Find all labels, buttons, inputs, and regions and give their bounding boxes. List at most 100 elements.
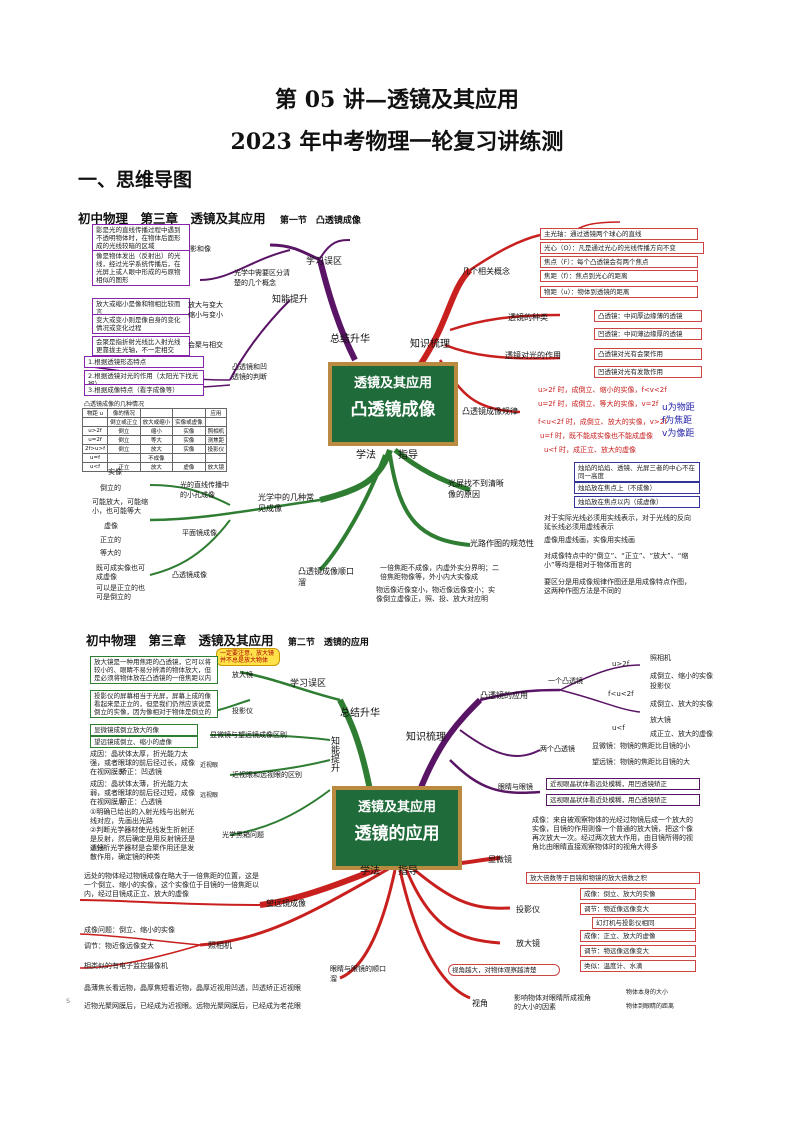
document-subtitle: 2023 年中考物理一轮复习讲练测 <box>230 129 564 155</box>
map2-label-one-lens: 一个凸透镜 <box>548 677 583 685</box>
map1-label-noimage: 光屏找不到清晰像的原因 <box>448 479 504 499</box>
map2-angle-factors: 影响物体对眼睛所成视角的大小的因素 <box>514 994 591 1011</box>
map2-label-projector: 投影仪 <box>232 707 253 715</box>
map2-branch-improve: 知能提升 <box>329 736 339 772</box>
map2-branch-guide: 指导 <box>398 866 418 877</box>
map2-mag-1: 成像：正立、放大的虚像 <box>580 930 696 942</box>
map2-hyperopia-cause: 成因：晶状体太薄，折光能力太弱，或者眼球的前后径过短，成像在视网膜后 <box>90 780 195 806</box>
map1-rhyme-1: 一倍焦距不成像，内虚外实分界明；二倍焦距物像等，外小内大实像成 <box>380 564 499 581</box>
map1-pinhole-3: 可能放大，可能缩小，也可能等大 <box>92 498 148 515</box>
map2-proj-1: 成像：倒立、放大的实像 <box>580 888 696 900</box>
map1-branch-misread: 学习误区 <box>306 257 343 267</box>
map2-blackbox-1: ①明确已给出的入射光线与出射光线对应，先画出光路 <box>90 808 195 825</box>
map2-camera-3: 相类似的有电子监控摄像机 <box>84 962 168 970</box>
map1-rule-2: u=2f 时，成倒立、等大的实像，v=2f <box>538 400 659 408</box>
map2-branch-misread: 学习误区 <box>290 679 327 689</box>
map1-noimage-1: 烛焰的焰焰、透镜、光屏三者的中心不在同一高度 <box>574 462 700 482</box>
map2-label-blackbox: 光学黑箱问题 <box>222 831 264 839</box>
map2-case-1-app: 照相机 <box>650 654 671 662</box>
map1-label-judge: 凸透镜和凹透镜的判断 <box>232 363 267 381</box>
map2-case-1-image: 成倒立、缩小的实像 <box>650 672 713 680</box>
map1-branch-knowledge: 知识梳理 <box>410 339 450 350</box>
map2-note-magnifier: 放大镜是一种用焦距的凸透镜，它可以将较小的、眼睛不易分辨清的物体放大，但是必须将… <box>90 656 218 684</box>
map1-draw-4: 要区分是用成像规律作图还是用成像特点作图，这两种作图方法是不同的 <box>544 578 691 595</box>
map2-two-lens-1: 显微镜：物镜的焦距比目镜的小 <box>592 742 690 750</box>
map2-label-near: 近视眼 <box>200 762 219 769</box>
map2-board-topic: 透镜的应用 <box>354 824 440 844</box>
map1-note-shadow: 影是光的直线传播过程中遇到不透明物体时，在物体后面形成的光线较暗的区域 <box>92 224 190 252</box>
map1-judge-3: 3.根据成像特点（看字成像等） <box>84 384 204 396</box>
map1-header-main: 初中物理 第三章 透镜及其应用 <box>78 211 266 226</box>
map1-label-enlarge: 放大与变大缩小与变小 <box>188 301 223 319</box>
map2-note-telescope: 望远镜成倒立、缩小的虚像 <box>90 736 198 748</box>
map1-label-rule: 凸透镜成像规律 <box>462 407 518 416</box>
map2-label-telescope: 望远镜成像 <box>266 899 306 908</box>
map2-two-lens-2: 望远镜：物镜的焦距比目镜的大 <box>592 758 690 766</box>
map2-label-myopia: 近视眼和远视眼的区别 <box>232 771 302 779</box>
map2-board-title: 透镜及其应用 <box>357 800 436 815</box>
map1-note-change: 变大或变小则是像自身的变化情况或变化过程 <box>92 314 190 334</box>
map1-plane-2: 正立的 <box>100 536 121 544</box>
map1-concept-focus: 焦点（F）：每个凸透镜会有两个焦点 <box>540 256 698 268</box>
map2-label-eyes: 眼睛与眼镜 <box>498 783 533 791</box>
map2-label-magnifier: 放大镜 <box>232 671 253 679</box>
section-heading: 一、思维导图 <box>78 169 193 191</box>
map2-header-main: 初中物理 第三章 透镜及其应用 <box>86 633 274 648</box>
document-title: 第 05 讲—透镜及其应用 <box>275 87 519 113</box>
table-cell: u<f <box>81 462 109 472</box>
map2-branch-method: 学法 <box>360 866 380 877</box>
map1-label-rhyme: 凸透镜成像顺口溜 <box>298 567 354 587</box>
map2-note-projector: 投影仪的屏幕相当于光屏，屏幕上成的像看起来是正立的，但是我们仍然应该说是倒立的实… <box>90 690 218 718</box>
map1-table-title: 凸透镜成像的几种情况 <box>84 401 145 408</box>
map1-rule-3: f<u<2f 时，成倒立、放大的实像，v>2f <box>538 418 667 426</box>
map1-board-topic: 凸透镜成像 <box>350 400 436 420</box>
map1-pinhole-2: 倒立的 <box>100 484 121 492</box>
map2-label-microscope: 显微镜 <box>488 855 512 864</box>
map2-warning-note: 一定要注意，放大镜并不总是放大物体 <box>216 648 280 666</box>
map1-rhyme-2: 物远像近像变小，物近像远像变小；实像倒立虚像正，照、投、放大对应明 <box>376 586 495 603</box>
map2-label-proj: 投影仪 <box>516 905 540 914</box>
map1-header: 初中物理 第三章 透镜及其应用 第一节 凸透镜成像 <box>78 208 361 227</box>
map2-case-2-image: 成倒立、放大的实像 <box>650 700 713 708</box>
map2-eyes-2: 远视眼晶状体看近处模糊，用凸透镜矫正 <box>546 794 700 806</box>
map2-angle-note: 视角越大，对物体观察越清楚 <box>448 964 560 976</box>
map1-label-drawing: 光路作图的规范性 <box>470 539 534 548</box>
map1-draw-3: 对成像特点中的“倒立”、“正立”、“放大”、“缩小”等均是相对于物体而言的 <box>544 552 689 569</box>
map1-kind-concave: 凹透镜：中间薄边缘厚的透镜 <box>594 328 702 340</box>
footer-mark: s <box>66 996 71 1005</box>
map1-board-title: 透镜及其应用 <box>353 376 432 391</box>
map1-label-related: 几个相关概念 <box>462 267 510 276</box>
map2-header-sub: 第二节 透镜的应用 <box>287 638 369 648</box>
map2-blackbox-3: ③分析光学器材是会聚作用还是发散作用，确定镜的种类 <box>90 844 195 861</box>
map1-label-converge: 会聚与相交 <box>188 341 223 349</box>
map1-concept-center: 光心（O）：凡是通过光心的光线传播方向不变 <box>540 242 704 254</box>
map2-case-1: u>2f <box>612 660 630 668</box>
map1-blackboard: 透镜及其应用 凸透镜成像 <box>328 362 458 446</box>
map1-label-lightpath: 光学中的几种常见成像 <box>258 493 314 513</box>
table-cell: 放大镜 <box>204 462 228 472</box>
map1-rule-4: u=f 时，既不能成实像也不能成虚像 <box>540 432 653 440</box>
map2-proj-2: 调节：物近像远像变大 <box>580 903 696 915</box>
map2-eye-rhyme-2: 近物光聚网膜后，已经成为近视眼。远物光聚网膜后，已经成为老花眼 <box>84 1002 301 1010</box>
map2-angle-factor-size: 物体本身的大小 <box>626 989 669 996</box>
map2-branch-knowledge: 知识梳理 <box>406 732 446 743</box>
map2-header: 初中物理 第三章 透镜及其应用 第二节 透镜的应用 <box>86 630 369 649</box>
map2-label-angle: 视角 <box>472 999 488 1008</box>
map2-eye-rhyme-1: 晶薄焦长看远物，晶厚焦短看近物，晶厚近视用凹透，凹透矫正近视眼 <box>84 984 301 992</box>
map1-legend-f: f为焦距 <box>662 416 693 426</box>
map2-note-microscope: 显微镜成倒立放大的像 <box>90 724 198 736</box>
map1-noimage-2: 烛焰放在焦点上（不成像） <box>574 482 700 494</box>
map1-convex-1: 既可成实像也可成虚像 <box>96 564 145 581</box>
table-cell: 虚像 <box>172 462 206 472</box>
map1-label-pinhole: 光的直线传播中的小孔成像 <box>180 481 229 499</box>
map2-proj-3: 幻灯机与投影仪相同 <box>592 917 696 929</box>
map2-blackboard: 透镜及其应用 透镜的应用 <box>332 786 462 870</box>
map1-label-image-shadow: 影和像 <box>190 245 211 253</box>
map1-note-converge: 会聚是指折射光线比入射光线更靠拢主光轴，不一定相交 <box>92 336 190 356</box>
map1-branch-guide: 指导 <box>398 450 418 461</box>
map1-branch-improve: 知能提升 <box>272 295 309 305</box>
map1-draw-1: 对于实际光线必须用实线表示，对于光线的反向延长线必须用虚线表示 <box>544 514 691 531</box>
map2-case-3-app: 放大镜 <box>650 716 671 724</box>
